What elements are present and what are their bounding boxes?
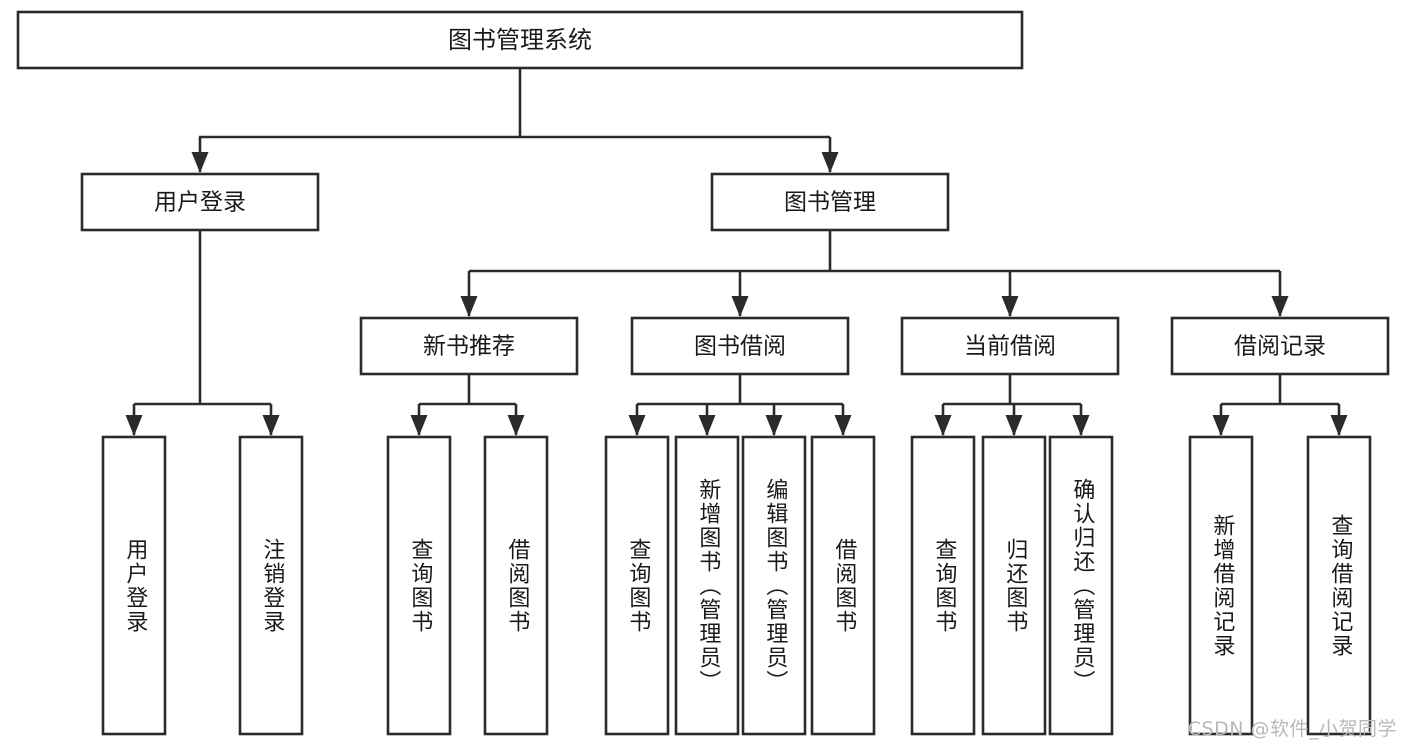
node-box-new-book-rec[interactable] — [359, 316, 579, 376]
boxes-layer — [16, 10, 1390, 736]
node-label-new-book-rec: 新书推荐 — [423, 334, 515, 360]
node-box-leaf-query-book-rec[interactable] — [386, 435, 452, 736]
node-label-borrow-record: 借阅记录 — [1234, 334, 1326, 360]
node-box-user-login[interactable] — [80, 172, 320, 232]
arrow-head-icon-leaf-query-book — [628, 415, 646, 436]
node-box-leaf-confirm-return[interactable] — [1048, 435, 1114, 736]
node-box-leaf-return-book[interactable] — [981, 435, 1047, 736]
watermark-text: CSDN @软件_小贺同学 — [1187, 718, 1397, 740]
arrow-head-icon-leaf-query-book-cur — [934, 415, 952, 436]
node-label-current-borrow: 当前借阅 — [964, 334, 1056, 360]
node-box-book-manage[interactable] — [710, 172, 950, 232]
arrow-head-icon-leaf-confirm-return — [1072, 415, 1090, 436]
connectors-layer — [125, 68, 1348, 436]
node-label-book-borrow: 图书借阅 — [694, 334, 786, 360]
arrow-head-icon-leaf-borrow-book-rec — [507, 415, 525, 436]
arrow-head-icon-leaf-return-book — [1005, 415, 1023, 436]
node-label-user-login: 用户登录 — [154, 190, 246, 216]
arrow-head-icon-user-login — [191, 152, 209, 173]
node-box-leaf-query-book[interactable] — [604, 435, 670, 736]
arrow-head-icon-borrow-record — [1271, 296, 1289, 317]
node-box-leaf-edit-book[interactable] — [741, 435, 807, 736]
node-box-leaf-borrow-book-rec[interactable] — [483, 435, 549, 736]
arrow-head-icon-leaf-add-record — [1212, 415, 1230, 436]
arrow-head-icon-book-manage — [821, 152, 839, 173]
arrow-head-icon-leaf-edit-book — [765, 415, 783, 436]
node-box-leaf-user-logout[interactable] — [238, 435, 304, 736]
node-box-leaf-add-record[interactable] — [1188, 435, 1254, 736]
arrow-head-icon-new-book-rec — [460, 296, 478, 317]
node-box-leaf-add-book[interactable] — [674, 435, 740, 736]
node-box-leaf-query-record[interactable] — [1306, 435, 1372, 736]
arrow-head-icon-leaf-user-logout — [262, 415, 280, 436]
node-label-book-manage: 图书管理 — [784, 190, 876, 216]
arrow-head-icon-leaf-add-book — [698, 415, 716, 436]
node-box-leaf-borrow-book[interactable] — [810, 435, 876, 736]
node-box-leaf-query-book-cur[interactable] — [910, 435, 976, 736]
node-box-borrow-record[interactable] — [1170, 316, 1390, 376]
node-label-root: 图书管理系统 — [448, 26, 592, 54]
node-box-current-borrow[interactable] — [900, 316, 1120, 376]
node-box-book-borrow[interactable] — [630, 316, 850, 376]
arrow-head-icon-leaf-query-record — [1330, 415, 1348, 436]
arrow-head-icon-leaf-borrow-book — [834, 415, 852, 436]
arrow-head-icon-book-borrow — [731, 296, 749, 317]
node-box-leaf-user-login[interactable] — [101, 435, 167, 736]
arrow-head-icon-leaf-query-book-rec — [410, 415, 428, 436]
arrow-head-icon-leaf-user-login — [125, 415, 143, 436]
node-box-root[interactable] — [16, 10, 1024, 70]
arrow-head-icon-current-borrow — [1001, 296, 1019, 317]
